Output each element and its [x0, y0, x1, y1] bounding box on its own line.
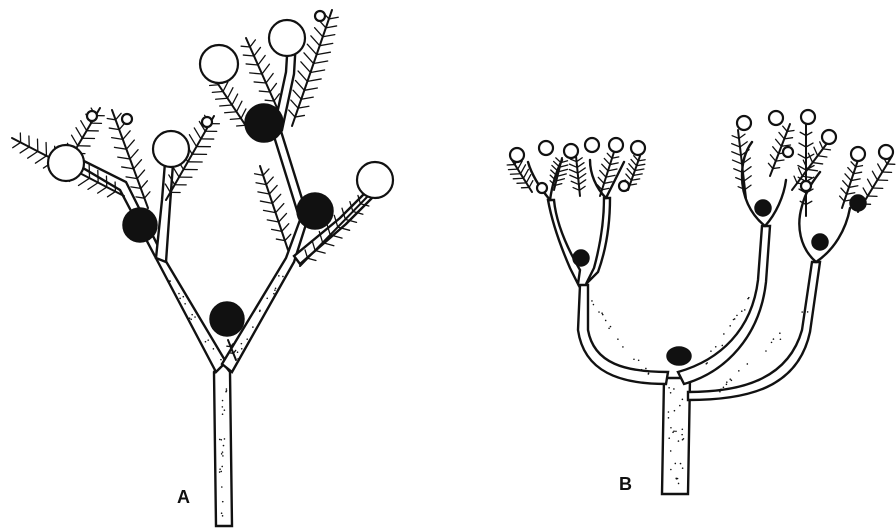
plant-a-white-sphere [200, 45, 238, 83]
plant-b-left-arm [578, 285, 668, 384]
plant-b-white-bud [609, 138, 623, 152]
plant-b-black-sphere [573, 250, 589, 266]
plant-b [507, 110, 895, 494]
plant-a-black-sphere [123, 208, 157, 242]
plant-b-black-sphere [850, 195, 866, 211]
plant-b-white-bud [737, 116, 751, 130]
plant-b-black-sphere [812, 234, 828, 250]
plant-b-white-bud [879, 145, 893, 159]
plant-a-bud [315, 11, 325, 21]
panel-label-a: A [177, 487, 191, 508]
plant-b-white-bud [631, 141, 645, 155]
plant-a-bud [87, 111, 97, 121]
plant-b-white-bud [783, 147, 793, 157]
plant-b-white-bud [851, 147, 865, 161]
plant-b-white-bud [510, 148, 524, 162]
plant-a-white-sphere [48, 145, 84, 181]
plant-b-white-bud [769, 111, 783, 125]
plant-a-white-sphere [357, 162, 393, 198]
plant-b-left-cluster-stalk [586, 198, 610, 284]
plant-b-white-bud [801, 110, 815, 124]
plant-a-black-sphere [297, 193, 333, 229]
plant-b-crown-lump [667, 347, 691, 365]
plant-a-black-sphere [245, 104, 283, 142]
plant-b-black-sphere [755, 200, 771, 216]
plant-a-bud [202, 117, 212, 127]
plant-b-white-bud [801, 181, 811, 191]
plant-b-white-bud [537, 183, 547, 193]
plant-b-trunk [662, 378, 690, 494]
plant-b-white-bud [564, 144, 578, 158]
plant-b-right-arm [688, 262, 820, 400]
plant-b-white-bud [539, 141, 553, 155]
panel-label-b: B [619, 474, 633, 495]
plant-b-left-cluster-stalk [548, 200, 580, 284]
plant-b-middle-arm [678, 226, 770, 384]
plant-b-white-bud [585, 138, 599, 152]
plant-a-bud [122, 114, 132, 124]
plant-a-right-branch [222, 128, 308, 372]
plant-a [12, 10, 393, 526]
plant-a-black-sphere [210, 302, 244, 336]
plant-b-white-bud [619, 181, 629, 191]
plant-b-white-bud [822, 130, 836, 144]
plant-a-white-sphere [269, 20, 305, 56]
plant-a-white-sphere [153, 131, 189, 167]
